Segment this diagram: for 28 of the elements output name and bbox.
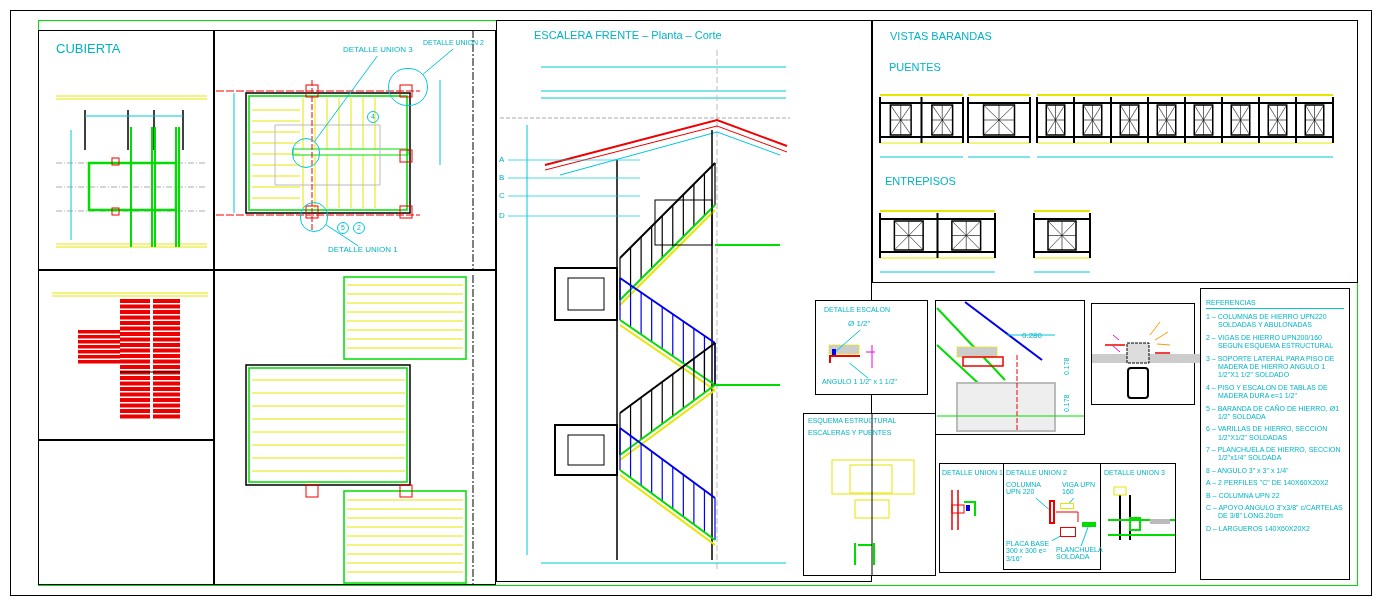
- leader-line: [422, 48, 454, 75]
- leader-line: [1069, 497, 1075, 504]
- leader-line: [1080, 526, 1089, 547]
- callout-label: Ø 1/2": [848, 320, 884, 329]
- leader-line: [325, 224, 359, 247]
- section-title: VISTAS BARANDAS: [890, 31, 992, 42]
- round-bar: [832, 349, 836, 357]
- section-title: CUBIERTA: [56, 42, 121, 55]
- level-letter: D: [499, 212, 505, 220]
- subsection-title: PUENTES: [889, 62, 941, 73]
- dimension-text: 0.280: [1022, 332, 1043, 340]
- callout-label: DETALLE UNION 3: [343, 46, 419, 55]
- beam-section: [1060, 503, 1074, 509]
- subsection-title: ENTREPISOS: [885, 176, 956, 187]
- leader-line: [835, 329, 861, 352]
- leader-line: [314, 55, 378, 142]
- callout-label: DETALLE UNION 1: [328, 246, 404, 255]
- column-section: [1049, 500, 1055, 524]
- flat-bar: [1082, 522, 1096, 527]
- level-letter: B: [499, 174, 505, 182]
- leader-line: [1051, 535, 1061, 542]
- base-plate: [1060, 527, 1076, 537]
- level-letter: C: [499, 192, 505, 200]
- leader-line: [1035, 497, 1050, 510]
- section-title: ESCALERA FRENTE – Planta – Corte: [534, 30, 722, 41]
- steel-angle: [829, 355, 860, 363]
- leader-line: [848, 362, 869, 379]
- level-letter: A: [499, 156, 505, 164]
